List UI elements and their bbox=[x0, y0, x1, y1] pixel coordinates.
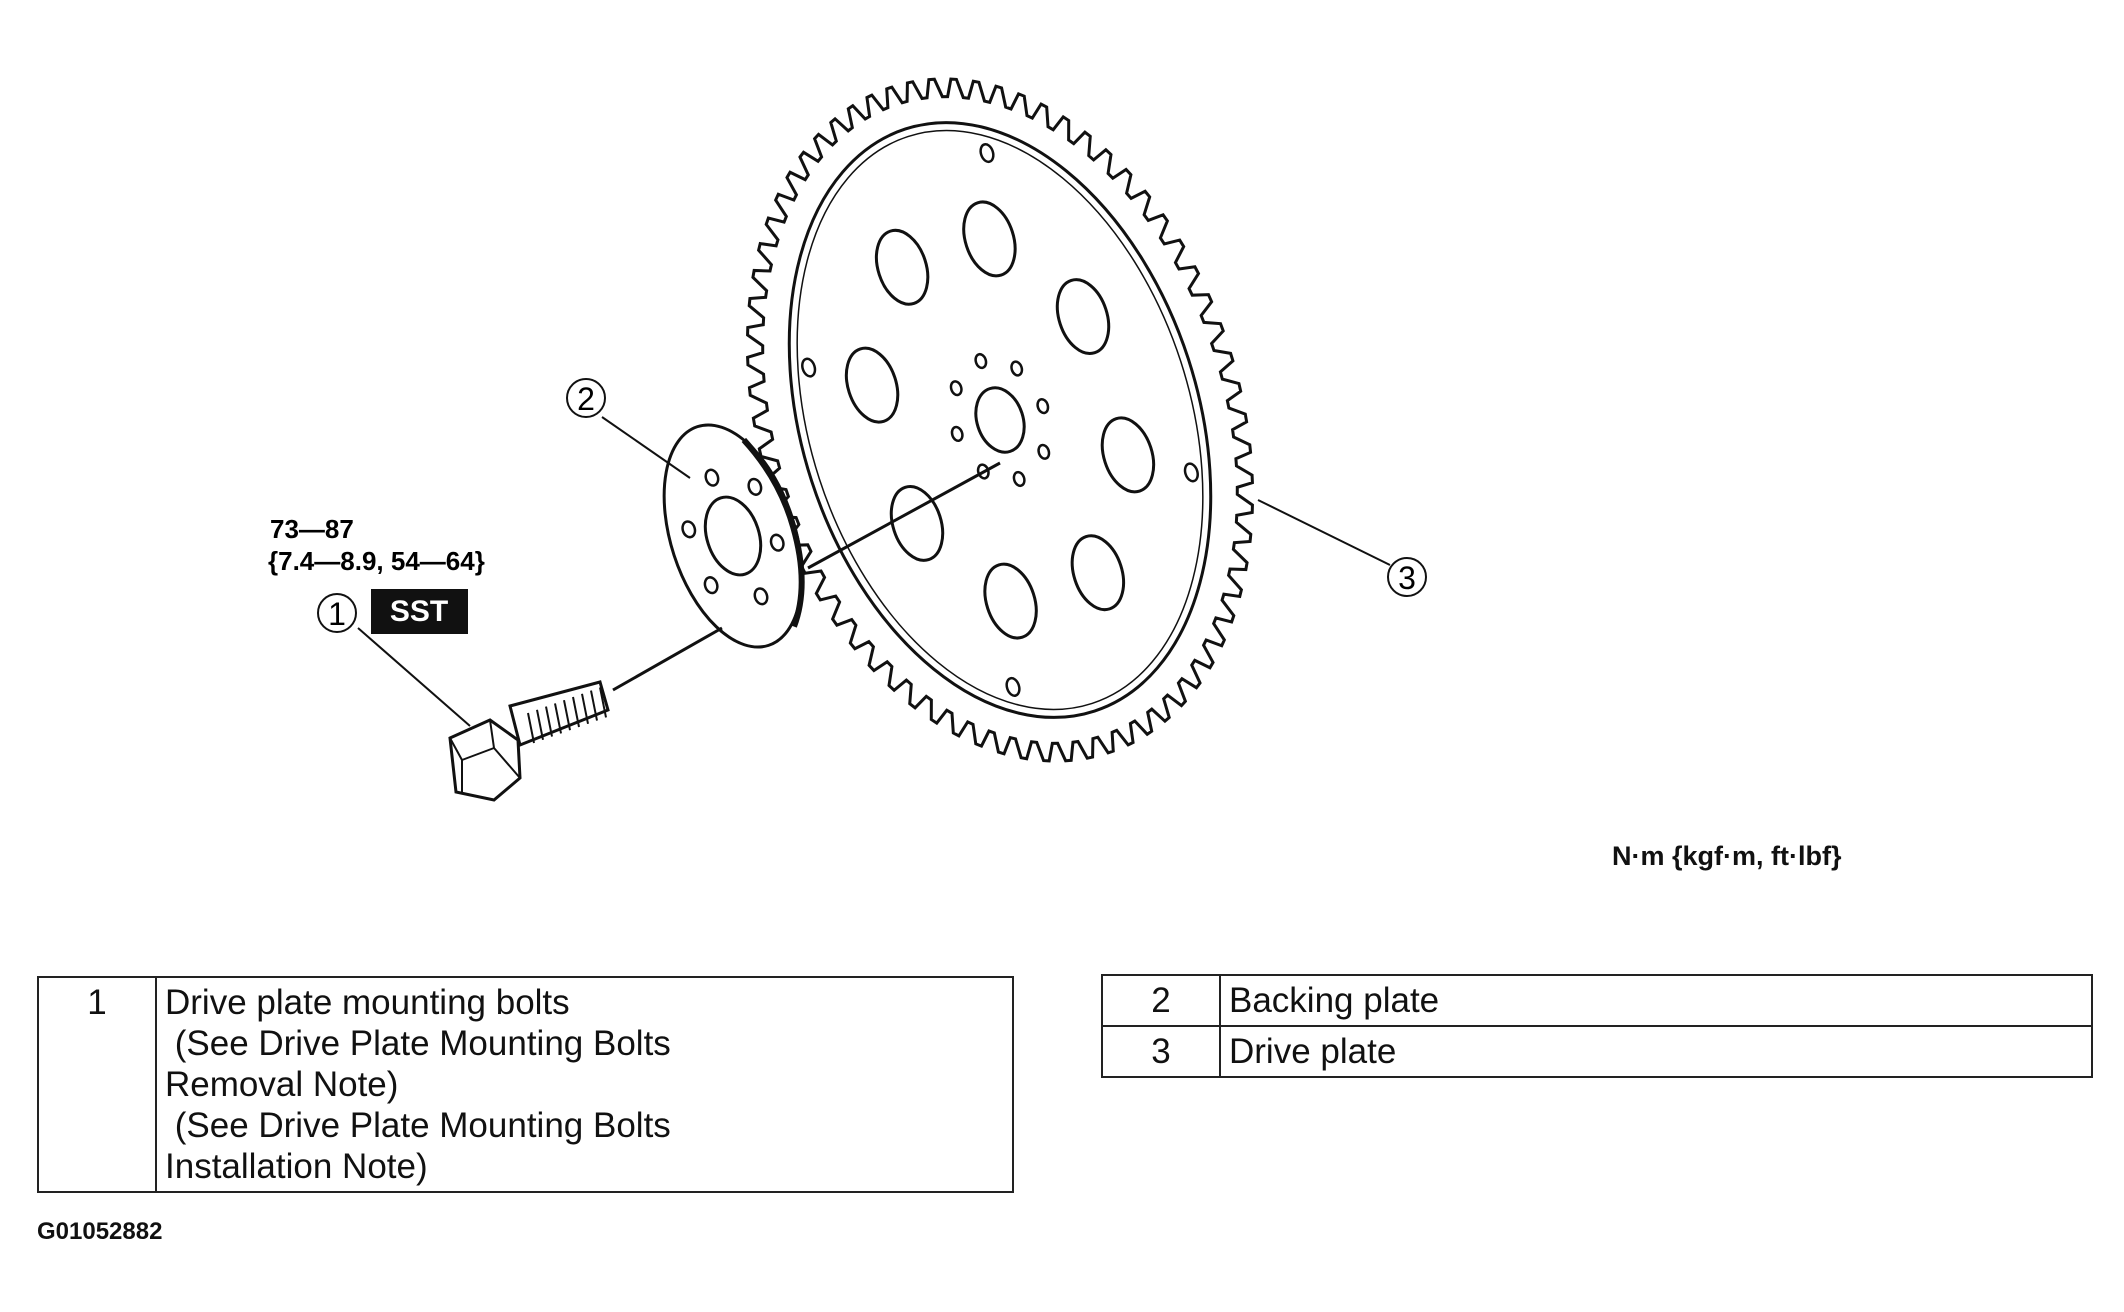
part-description: Drive plate mounting bolts (See Drive Pl… bbox=[155, 976, 1014, 1193]
drive-plate bbox=[746, 77, 1254, 763]
lightening-hole bbox=[844, 346, 900, 424]
drive-plate-inner-rim-2 bbox=[796, 129, 1204, 711]
lightening-hole bbox=[1055, 278, 1111, 355]
svg-text:1: 1 bbox=[328, 596, 346, 632]
bolt-hole bbox=[1012, 470, 1026, 488]
leader-line-1 bbox=[357, 627, 471, 727]
bolt-thread bbox=[590, 690, 598, 721]
figure-id: G01052882 bbox=[37, 1218, 163, 1245]
lightening-hole bbox=[874, 228, 930, 306]
parts-table-left: 1 Drive plate mounting bolts (See Drive … bbox=[37, 976, 1014, 1193]
part-desc-line: (See Drive Plate Mounting Bolts bbox=[165, 1024, 671, 1063]
rim-hole bbox=[801, 357, 817, 378]
callout-2: 2 bbox=[566, 378, 606, 418]
bolt-thread bbox=[545, 706, 553, 737]
bolt-thread bbox=[554, 703, 562, 734]
ring-gear-teeth bbox=[746, 77, 1254, 763]
part-number: 1 bbox=[37, 976, 157, 1193]
rim-hole bbox=[979, 143, 995, 164]
leader-line-2 bbox=[601, 416, 691, 479]
callout-3: 3 bbox=[1387, 557, 1427, 597]
table-row: 3 Drive plate bbox=[1101, 1025, 2093, 1078]
bolt-thread bbox=[527, 712, 535, 744]
bolt-hole bbox=[1036, 398, 1050, 415]
part-name: Backing plate bbox=[1219, 974, 2093, 1027]
bolt-thread bbox=[581, 693, 589, 724]
alignment-line-plate bbox=[807, 461, 1001, 570]
part-desc-line: (See Drive Plate Mounting Bolts bbox=[165, 1106, 671, 1145]
bolt-hole bbox=[949, 380, 963, 397]
leader-line-3 bbox=[1257, 499, 1391, 566]
lightening-hole bbox=[1100, 416, 1156, 494]
mounting-bolt bbox=[448, 680, 610, 802]
rim-hole bbox=[1005, 676, 1021, 697]
bolt-thread bbox=[599, 687, 607, 718]
unit-legend: N·m {kgf·m, ft·lbf} bbox=[1612, 841, 1842, 871]
lightening-hole bbox=[1070, 534, 1126, 612]
lightening-hole bbox=[962, 200, 1017, 278]
bolt-hole bbox=[950, 425, 964, 442]
sst-badge bbox=[371, 589, 468, 634]
lightening-hole bbox=[983, 562, 1038, 640]
part-desc-line: Drive plate mounting bolts bbox=[165, 983, 570, 1022]
alignment-line-bolt bbox=[612, 626, 723, 692]
bolt-thread bbox=[563, 700, 571, 731]
bolt-thread bbox=[572, 696, 580, 728]
part-number: 3 bbox=[1101, 1025, 1221, 1078]
bolt-hole bbox=[1010, 360, 1024, 377]
part-name: Drive plate bbox=[1219, 1025, 2093, 1078]
lightening-hole bbox=[889, 485, 945, 562]
part-number: 2 bbox=[1101, 974, 1221, 1027]
bolt-thread bbox=[536, 709, 544, 740]
callout-1: 1 bbox=[317, 593, 357, 633]
table-row: 2 Backing plate bbox=[1101, 974, 2093, 1027]
sst-label: SST bbox=[390, 595, 448, 628]
center-hub-hole bbox=[974, 386, 1026, 454]
table-row: 1 Drive plate mounting bolts (See Drive … bbox=[37, 976, 1014, 1193]
bolt-hole bbox=[1037, 443, 1051, 460]
bolt-holes bbox=[801, 143, 1199, 697]
svg-text:3: 3 bbox=[1398, 560, 1416, 596]
rim-hole bbox=[1183, 462, 1199, 483]
lightening-holes bbox=[844, 200, 1156, 640]
bolt-hole bbox=[974, 352, 988, 370]
parts-table-right: 2 Backing plate 3 Drive plate bbox=[1101, 974, 2093, 1078]
torque-alt-units: {7.4—8.9, 54—64} bbox=[268, 546, 485, 576]
torque-range: 73—87 bbox=[270, 514, 354, 544]
drive-plate-inner-rim bbox=[787, 121, 1213, 719]
part-desc-line: Removal Note) bbox=[165, 1065, 399, 1104]
svg-text:2: 2 bbox=[577, 381, 595, 417]
part-desc-line: Installation Note) bbox=[165, 1147, 428, 1186]
backing-plate bbox=[662, 423, 805, 649]
